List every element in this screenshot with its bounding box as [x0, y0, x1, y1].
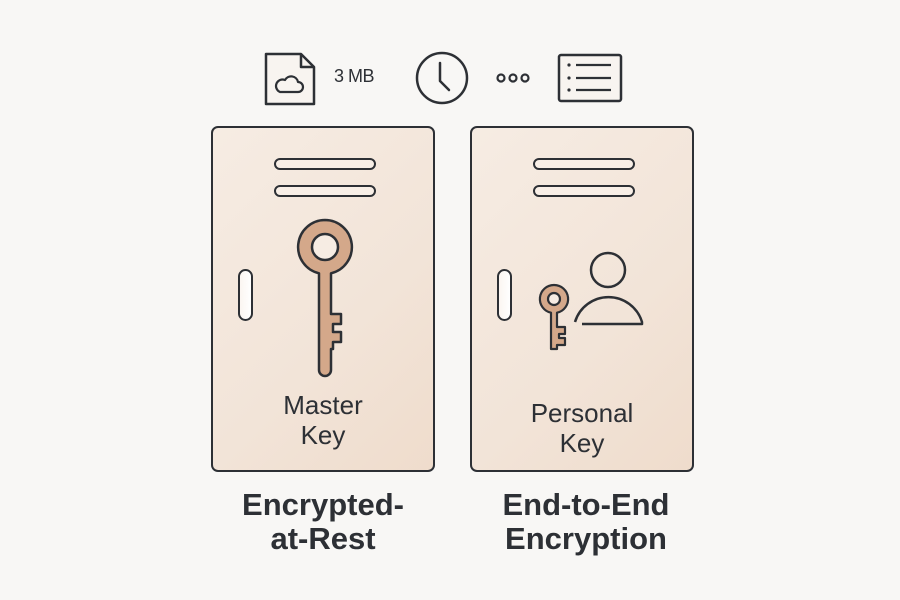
more-dots-icon[interactable] — [496, 70, 532, 91]
caption-line2: at-Rest — [270, 521, 376, 556]
caption-line1: End-to-End — [502, 487, 670, 522]
cloud-file-icon[interactable] — [263, 52, 319, 113]
vent-slot — [274, 185, 376, 197]
master-key-label-line1: Master — [283, 390, 363, 420]
clock-icon[interactable] — [414, 50, 470, 111]
locker-handle — [497, 269, 512, 321]
personal-key-label-line1: Personal — [530, 398, 634, 428]
caption-line2: Encryption — [505, 521, 667, 556]
caption-end-to-end: End-to-End Encryption — [456, 488, 716, 556]
user-icon — [570, 250, 650, 341]
vent-slot — [533, 185, 635, 197]
vent-slot — [533, 158, 635, 170]
personal-key-icon — [538, 283, 574, 358]
locker-end-to-end: Personal Key — [470, 126, 694, 472]
master-key-icon — [293, 218, 357, 383]
master-key-label-line2: Key — [300, 420, 346, 450]
file-size-label: 3 MB — [334, 66, 375, 86]
list-icon[interactable] — [557, 53, 623, 108]
locker-handle — [238, 269, 253, 321]
caption-line1: Encrypted- — [242, 487, 404, 522]
caption-encrypted-at-rest: Encrypted- at-Rest — [193, 488, 453, 556]
personal-key-label-line2: Key — [559, 428, 605, 458]
vent-slot — [274, 158, 376, 170]
locker-encrypted-at-rest: Master Key — [211, 126, 435, 472]
